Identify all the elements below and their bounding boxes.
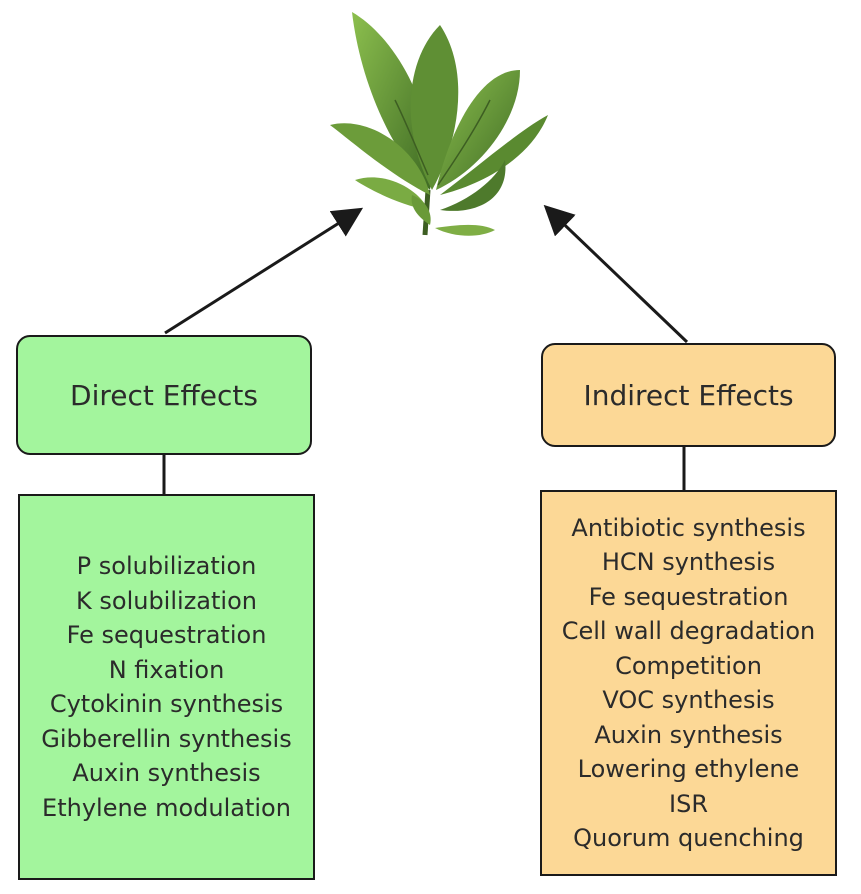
list-item: Auxin synthesis — [594, 720, 783, 749]
list-item: Fe sequestration — [66, 621, 267, 649]
list-item: Lowering ethylene — [577, 755, 800, 783]
list-item: P solubilization — [76, 552, 257, 580]
indirect-effects-header: Indirect Effects — [541, 343, 836, 447]
direct-effects-header: Direct Effects — [16, 335, 312, 455]
list-item: HCN synthesis — [601, 548, 776, 576]
list-item: Antibiotic synthesis — [571, 513, 806, 542]
indirect-arrow — [543, 204, 689, 344]
list-item: ISR — [669, 789, 708, 818]
list-item: Fe sequestration — [588, 582, 789, 611]
list-item: Gibberellin synthesis — [41, 724, 292, 753]
tobacco-plant-icon — [330, 12, 548, 236]
direct-effects-list: P solubilization K solubilization Fe seq… — [18, 494, 315, 880]
indirect-effects-title: Indirect Effects — [583, 378, 794, 412]
list-item: N fixation — [108, 655, 225, 684]
direct-arrow — [164, 207, 364, 335]
list-item: Cytokinin synthesis — [49, 690, 284, 718]
list-item: Quorum quenching — [573, 824, 804, 852]
list-item: Ethylene modulation — [42, 793, 291, 822]
direct-effects-title: Direct Effects — [70, 378, 258, 412]
list-item: VOC synthesis — [602, 686, 775, 714]
indirect-effects-list: Antibiotic synthesis HCN synthesis Fe se… — [540, 490, 837, 876]
list-item: K solubilization — [76, 586, 257, 615]
list-item: Competition — [615, 651, 762, 680]
list-item: Auxin synthesis — [72, 759, 261, 787]
list-item: Cell wall degradation — [561, 617, 816, 645]
